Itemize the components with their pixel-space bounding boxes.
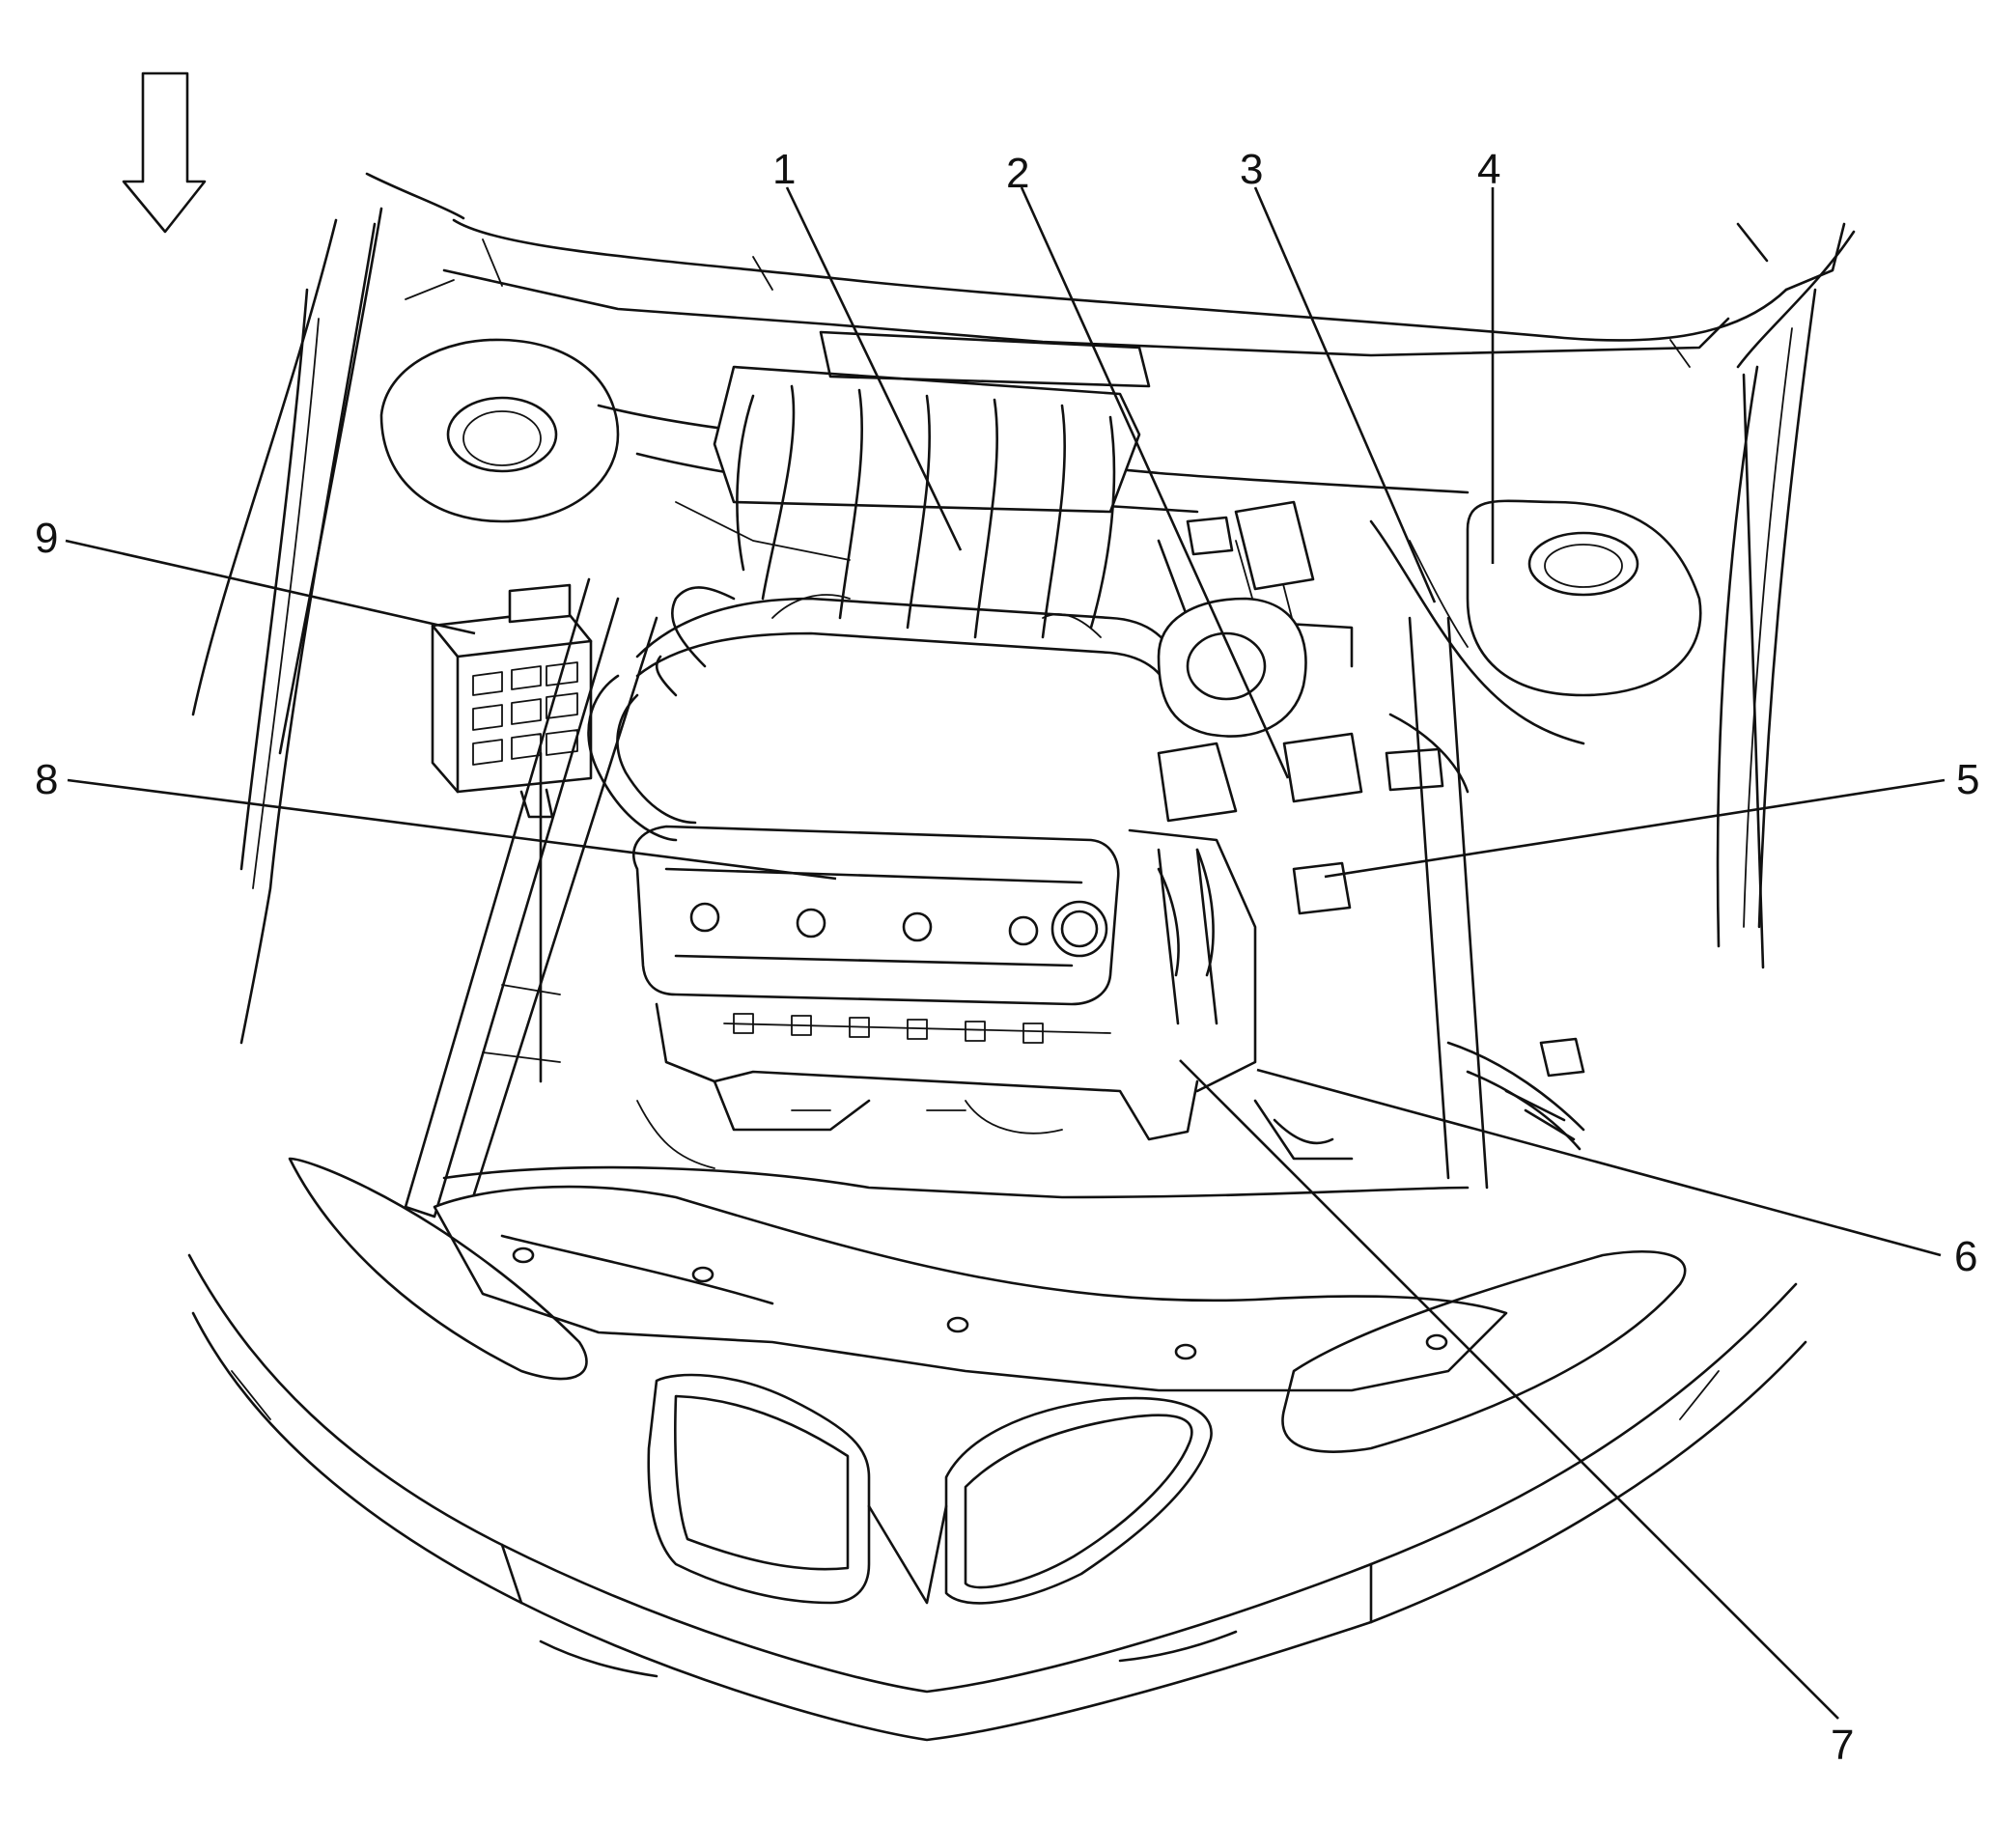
callout-6: 6 (1954, 1233, 1977, 1280)
underhood-fuse-block (431, 583, 593, 819)
down-arrow-icon (122, 71, 207, 234)
leader-line-1 (785, 186, 963, 551)
leader-line-9 (65, 539, 476, 635)
callout-9: 9 (35, 515, 58, 562)
leader-line-3 (1253, 186, 1437, 603)
callout-7: 7 (1831, 1722, 1854, 1769)
radiator-support (404, 577, 1508, 1392)
callout-2: 2 (1006, 150, 1029, 197)
leader-line-2 (1020, 186, 1290, 779)
leader-line-8 (67, 778, 837, 881)
engine-assembly (587, 330, 1585, 1169)
callout-8: 8 (35, 756, 58, 803)
callout-3: 3 (1240, 146, 1263, 193)
callout-1: 1 (772, 146, 796, 193)
leader-line-7 (1179, 1059, 1839, 1720)
leader-lines (65, 186, 1946, 1720)
callout-4: 4 (1477, 146, 1500, 193)
callouts: 1 2 3 4 5 6 7 8 9 (35, 146, 1979, 1769)
callout-5: 5 (1956, 756, 1979, 803)
leader-line-5 (1324, 778, 1946, 879)
strut-towers (379, 338, 1702, 697)
front-fascia (187, 1157, 1807, 1742)
leader-line-6 (1256, 1068, 1942, 1257)
